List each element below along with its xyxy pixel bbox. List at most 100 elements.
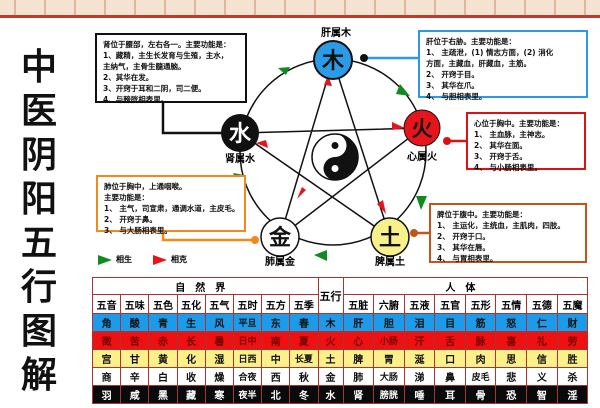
table-row: 宫甘黄化湿日西中长夏土脾胃涎口肉思信胜: [91, 349, 589, 368]
table-cell: 礼: [526, 331, 558, 350]
lung-connector: [161, 232, 255, 242]
table-cell: 白: [148, 367, 178, 386]
table-cell: 仁: [526, 313, 558, 332]
nature-header: 自然界: [92, 277, 319, 295]
node-fire: 火 心属火: [403, 109, 441, 163]
table-cell: 辛: [120, 367, 150, 386]
table-cell: 燥: [204, 367, 234, 386]
svg-text:肺属金: 肺属金: [265, 255, 296, 268]
column-header: 五时: [232, 294, 263, 314]
table-cell: 耳: [434, 385, 466, 404]
legend-generate: 相生: [98, 254, 132, 265]
column-header: 五情: [495, 294, 528, 314]
table-cell: 化: [176, 349, 206, 368]
svg-text:心属火: 心属火: [407, 151, 438, 163]
column-header: 五味: [120, 294, 150, 314]
column-header: 五化: [176, 294, 206, 314]
table-cell: 苦: [120, 331, 150, 350]
box-line: 1、 主疏泄，(1) 情志方面，(2) 消化: [426, 48, 554, 57]
box-line: 脾位于腹中。主要功能是：: [437, 210, 527, 219]
table-cell: 赤: [148, 331, 178, 350]
table-cell: 酸: [120, 313, 150, 332]
element-cell: 水: [317, 385, 344, 404]
page-title: 中 医 阴 阳 五 行 图 解: [14, 48, 64, 394]
column-header: 五魔: [556, 294, 589, 314]
table-row: 商辛白收燥合夜西秋金肺大肠涕鼻皮毛悲义杀: [91, 367, 589, 386]
table-cell: 角: [91, 313, 122, 332]
table-cell: 徵: [91, 331, 122, 350]
table-cell: 宫: [91, 349, 122, 368]
node-water: 水 肾属水: [221, 114, 259, 165]
box-line: 3、 其华在唇。: [437, 243, 490, 252]
box-line: 2、 开窍于鼻。: [104, 215, 157, 224]
table-cell: 智: [526, 385, 558, 404]
legend-restrain: 相克: [153, 254, 187, 265]
table-cell: 胃: [373, 349, 405, 368]
table-cell: 胆: [373, 313, 405, 332]
decorative-border: [0, 0, 600, 18]
table-cell: 信: [526, 349, 558, 368]
table-cell: 皮毛: [464, 367, 497, 386]
box-line: 3、 其华在爪。: [426, 81, 479, 90]
table-cell: 黑: [148, 385, 178, 404]
title-char: 五: [20, 222, 57, 264]
table-cell: 喜: [495, 331, 528, 350]
correspondence-table: 自然界 五行 人体 五音五味五色五化五气五时五方五季五脏六腑五液五官五形五情五德…: [91, 277, 589, 404]
table-cell: 大肠: [373, 367, 405, 386]
table-cell: 涕: [403, 367, 436, 386]
table-cell: 合夜: [232, 367, 263, 386]
svg-text:金: 金: [268, 225, 292, 251]
kidney-info-box: 肾位于腰部，左右各一。主要功能是：1、藏精，主生长发育与生殖，主水，主纳气，主骨…: [95, 33, 247, 104]
body-header: 人体: [342, 277, 589, 295]
table-cell: 唾: [403, 385, 436, 404]
box-line: 4、 与小肠相表里。: [474, 163, 542, 172]
table-cell: 青: [148, 313, 178, 332]
column-header: 五气: [204, 294, 234, 314]
table-cell: 北: [261, 385, 291, 404]
box-line: 2、 其华在面。: [474, 141, 527, 150]
table-cell: 义: [526, 367, 558, 386]
table-cell: 淫: [556, 385, 589, 404]
table-cell: 秋: [289, 367, 319, 386]
table-cell: 劳: [556, 331, 589, 350]
box-line: 肺位于胸中，上通咽喉。: [104, 182, 187, 191]
box-line: 3、 与大肠相表里。: [104, 226, 172, 235]
table-cell: 夜半: [232, 385, 263, 404]
element-cell: 木: [317, 313, 344, 332]
table-cell: 怒: [495, 313, 528, 332]
table-cell: 肺: [342, 367, 375, 386]
box-line: 1、 主血脉，主神志。: [474, 130, 550, 139]
kidney-connector: [161, 103, 228, 135]
element-cell: 火: [317, 331, 344, 350]
title-char: 中: [20, 46, 57, 88]
column-header: 五液: [403, 294, 436, 314]
table-cell: 咸: [120, 385, 150, 404]
node-wood: 木 肝属木: [313, 26, 353, 80]
table-cell: 长夏: [289, 349, 319, 368]
table-cell: 长: [176, 331, 206, 350]
box-line: 3、开窍于耳和二阴，司二便。: [103, 84, 206, 93]
svg-text:肝属木: 肝属木: [321, 26, 352, 39]
svg-text:脾属土: 脾属土: [375, 255, 405, 268]
box-line: 3、 开窍于舌。: [474, 152, 527, 161]
column-header: 五形: [464, 294, 497, 314]
table-cell: 肾: [342, 385, 375, 404]
table-cell: 日中: [232, 331, 263, 350]
box-line: 1、 主气，司宣肃，通调水道，主皮毛。: [104, 204, 240, 213]
table-cell: 中: [261, 349, 291, 368]
column-header: 五官: [434, 294, 466, 314]
table-cell: 夏: [289, 331, 319, 350]
box-line: 2、 开窍于目。: [426, 70, 479, 79]
table-cell: 脾: [342, 349, 375, 368]
table-cell: 春: [289, 313, 319, 332]
title-char: 行: [20, 266, 57, 308]
box-line: 1、藏精，主生长发育与生殖，主水，: [103, 51, 229, 60]
node-metal: 金 肺属金: [260, 217, 300, 268]
box-line: 肝位于右胁。主要功能是：: [426, 37, 516, 46]
svg-text:火: 火: [412, 117, 433, 141]
heart-info-box: 心位于胸中。主要功能是：1、 主血脉，主神志。2、 其华在面。3、 开窍于舌。4…: [466, 112, 586, 172]
node-earth: 土 脾属土: [370, 217, 410, 268]
table-cell: 湿: [204, 349, 234, 368]
table-cell: 生: [176, 313, 206, 332]
column-header: 五色: [148, 294, 178, 314]
